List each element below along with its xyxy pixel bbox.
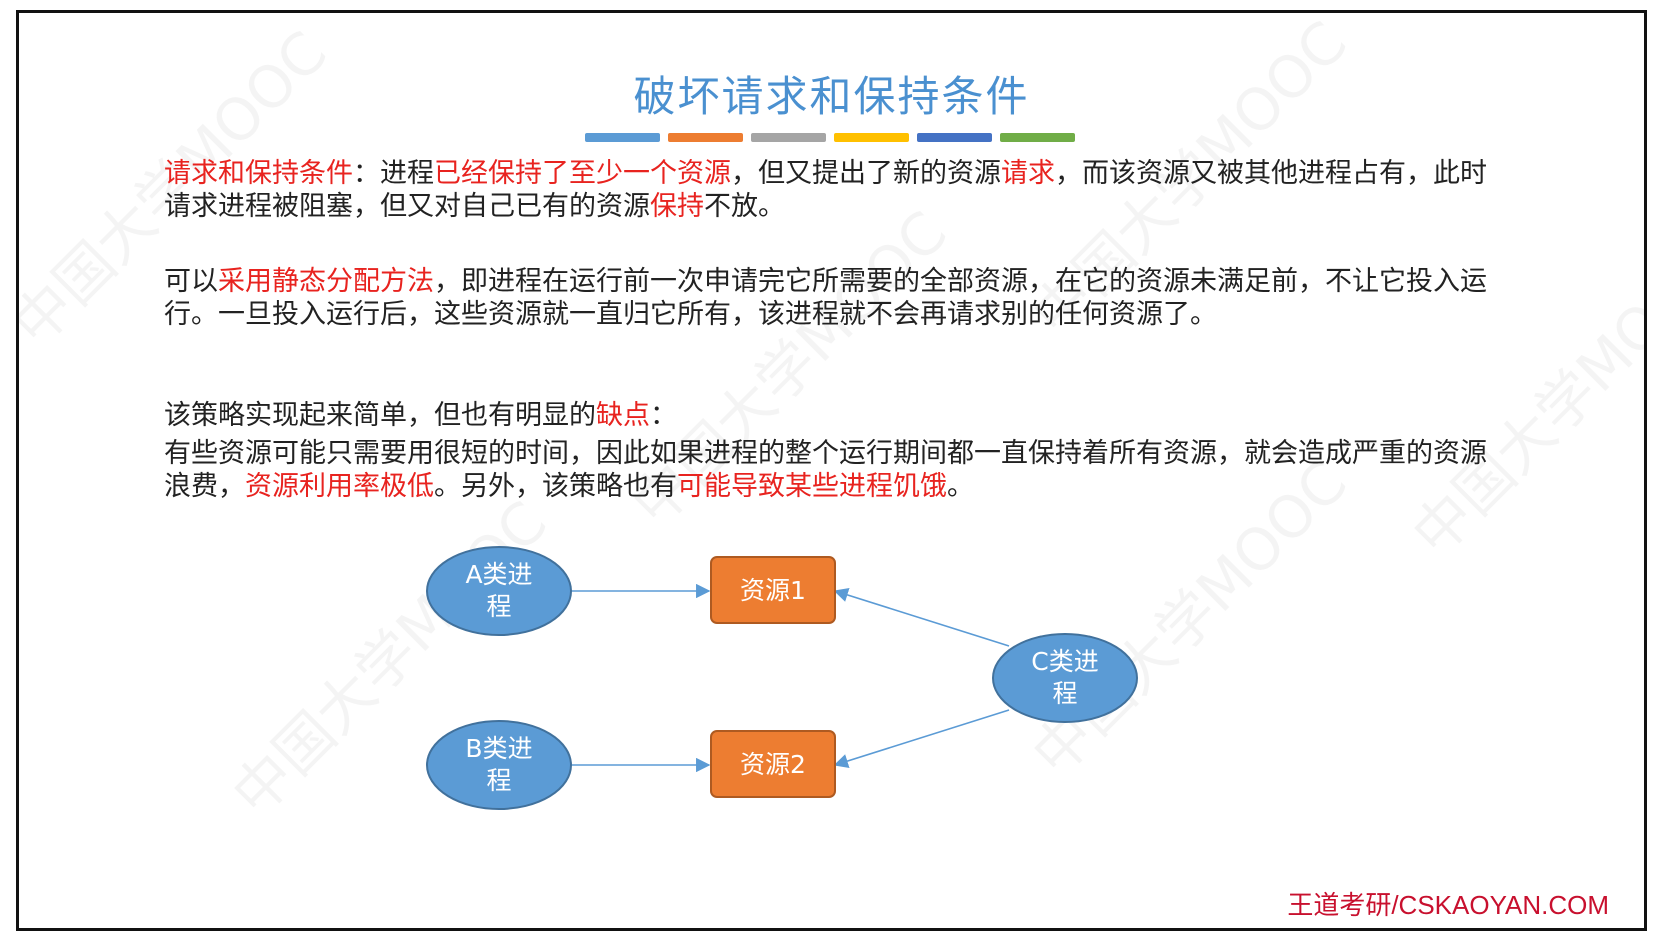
body-text: ，即进程在运行前一次申请完它所需要的全部资源，在它的资源未满足前，不让它投入运行… — [164, 266, 1487, 330]
process-c-node: C类进 程 — [992, 633, 1138, 723]
body-text: ： — [650, 400, 677, 431]
process-a-label-line2: 程 — [486, 592, 511, 621]
process-b-label-line1: B类进 — [465, 734, 532, 763]
color-bar-segment — [834, 133, 909, 142]
arrow-c-to-resource-2 — [833, 709, 1010, 768]
highlight-text: 已经保持了至少一个资源 — [434, 158, 731, 189]
body-text: ，但又提出了新的资源 — [731, 158, 1001, 189]
color-bar-segment — [585, 133, 660, 142]
slide-title: 破坏请求和保持条件 — [633, 72, 1030, 121]
highlight-text: 保持 — [650, 191, 704, 222]
process-a-node: A类进 程 — [426, 546, 572, 636]
body-text: 不放。 — [704, 191, 785, 222]
footer-brand: 王道考研/CSKAOYAN.COM — [1287, 890, 1609, 920]
highlight-text: 采用静态分配方法 — [218, 266, 434, 297]
process-a-label-line1: A类进 — [465, 560, 532, 589]
arrow-c-to-resource-1 — [833, 588, 1010, 647]
body-text: 可以 — [164, 266, 218, 297]
body-text: 有些资源可能只需要用很短的时间，因此如果进程的整个运行期间都一直保持着所有资源，… — [164, 438, 1487, 502]
color-bar-segment — [751, 133, 826, 142]
body-text: 。另外，该策略也有 — [434, 471, 677, 502]
process-b-node: B类进 程 — [426, 720, 572, 810]
color-bar-segment — [917, 133, 992, 142]
process-c-label-line2: 程 — [1052, 679, 1077, 708]
color-bar — [585, 133, 1075, 142]
paragraph-method: 可以采用静态分配方法，即进程在运行前一次申请完它所需要的全部资源，在它的资源未满… — [164, 265, 1504, 331]
highlight-text: 资源利用率极低 — [245, 471, 434, 502]
process-c-label-line1: C类进 — [1031, 647, 1098, 676]
body-text: ，而该资源又被其他进程占有，此时请求进程被阻塞，但又对自己已有的资源 — [164, 158, 1487, 222]
color-bar-segment — [1000, 133, 1075, 142]
paragraph-drawback-intro: 该策略实现起来简单，但也有明显的缺点： — [164, 399, 1504, 432]
resource-2-shape — [710, 730, 836, 798]
highlight-text: 可能导致某些进程饥饿 — [677, 471, 947, 502]
process-b-label-line2: 程 — [486, 766, 511, 795]
resource-1-label: 资源1 — [740, 576, 806, 605]
body-text: 。 — [947, 471, 974, 502]
resource-1-shape — [710, 556, 836, 624]
paragraph-condition: 请求和保持条件：进程已经保持了至少一个资源，但又提出了新的资源请求，而该资源又被… — [164, 157, 1504, 223]
highlight-text: 请求 — [1001, 158, 1055, 189]
highlight-text: 请求和保持条件 — [164, 158, 353, 189]
process-c-shape — [992, 633, 1138, 723]
paragraph-drawback-detail: 有些资源可能只需要用很短的时间，因此如果进程的整个运行期间都一直保持着所有资源，… — [164, 437, 1504, 503]
process-a-shape — [426, 546, 572, 636]
resource-2-node: 资源2 — [710, 730, 836, 798]
slide: 中国大学MOOC 中国大学MOOC 中国大学MOOC 中国大学MOOC 中国大学… — [16, 10, 1647, 931]
body-text: ：进程 — [353, 158, 434, 189]
resource-2-label: 资源2 — [740, 750, 806, 779]
highlight-text: 缺点 — [596, 400, 650, 431]
body-text: 该策略实现起来简单，但也有明显的 — [164, 400, 596, 431]
color-bar-segment — [668, 133, 743, 142]
process-b-shape — [426, 720, 572, 810]
resource-1-node: 资源1 — [710, 556, 836, 624]
resource-diagram: A类进 程 B类进 程 C类进 程 资源1 资源2 — [426, 546, 1138, 810]
